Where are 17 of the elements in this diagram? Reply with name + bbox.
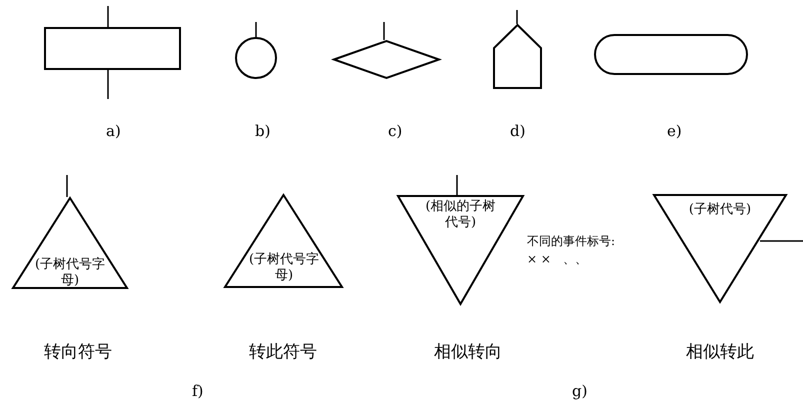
symbol-text: (相似的子树代号) — [424, 199, 497, 231]
note-text: × × 、、 — [527, 251, 587, 268]
figure-label: b) — [255, 122, 270, 140]
symbol-name: 转向符号 — [44, 341, 112, 363]
symbol-text: (子树代号字母) — [34, 257, 106, 289]
figure-label: a) — [106, 122, 121, 140]
figure-label: g) — [572, 382, 588, 400]
figure-label: e) — [667, 122, 682, 140]
symbol-name: 相似转此 — [686, 341, 754, 363]
note-text: 不同的事件标号: — [527, 233, 616, 250]
symbol-name: 转此符号 — [249, 341, 317, 363]
figure-label: d) — [510, 122, 526, 140]
figure-label: c) — [388, 122, 402, 140]
figure-label: f) — [192, 382, 204, 400]
symbol-text: (子树代号字母) — [248, 252, 320, 284]
symbol-text: (子树代号) — [688, 202, 752, 218]
symbol-name: 相似转向 — [434, 341, 502, 363]
